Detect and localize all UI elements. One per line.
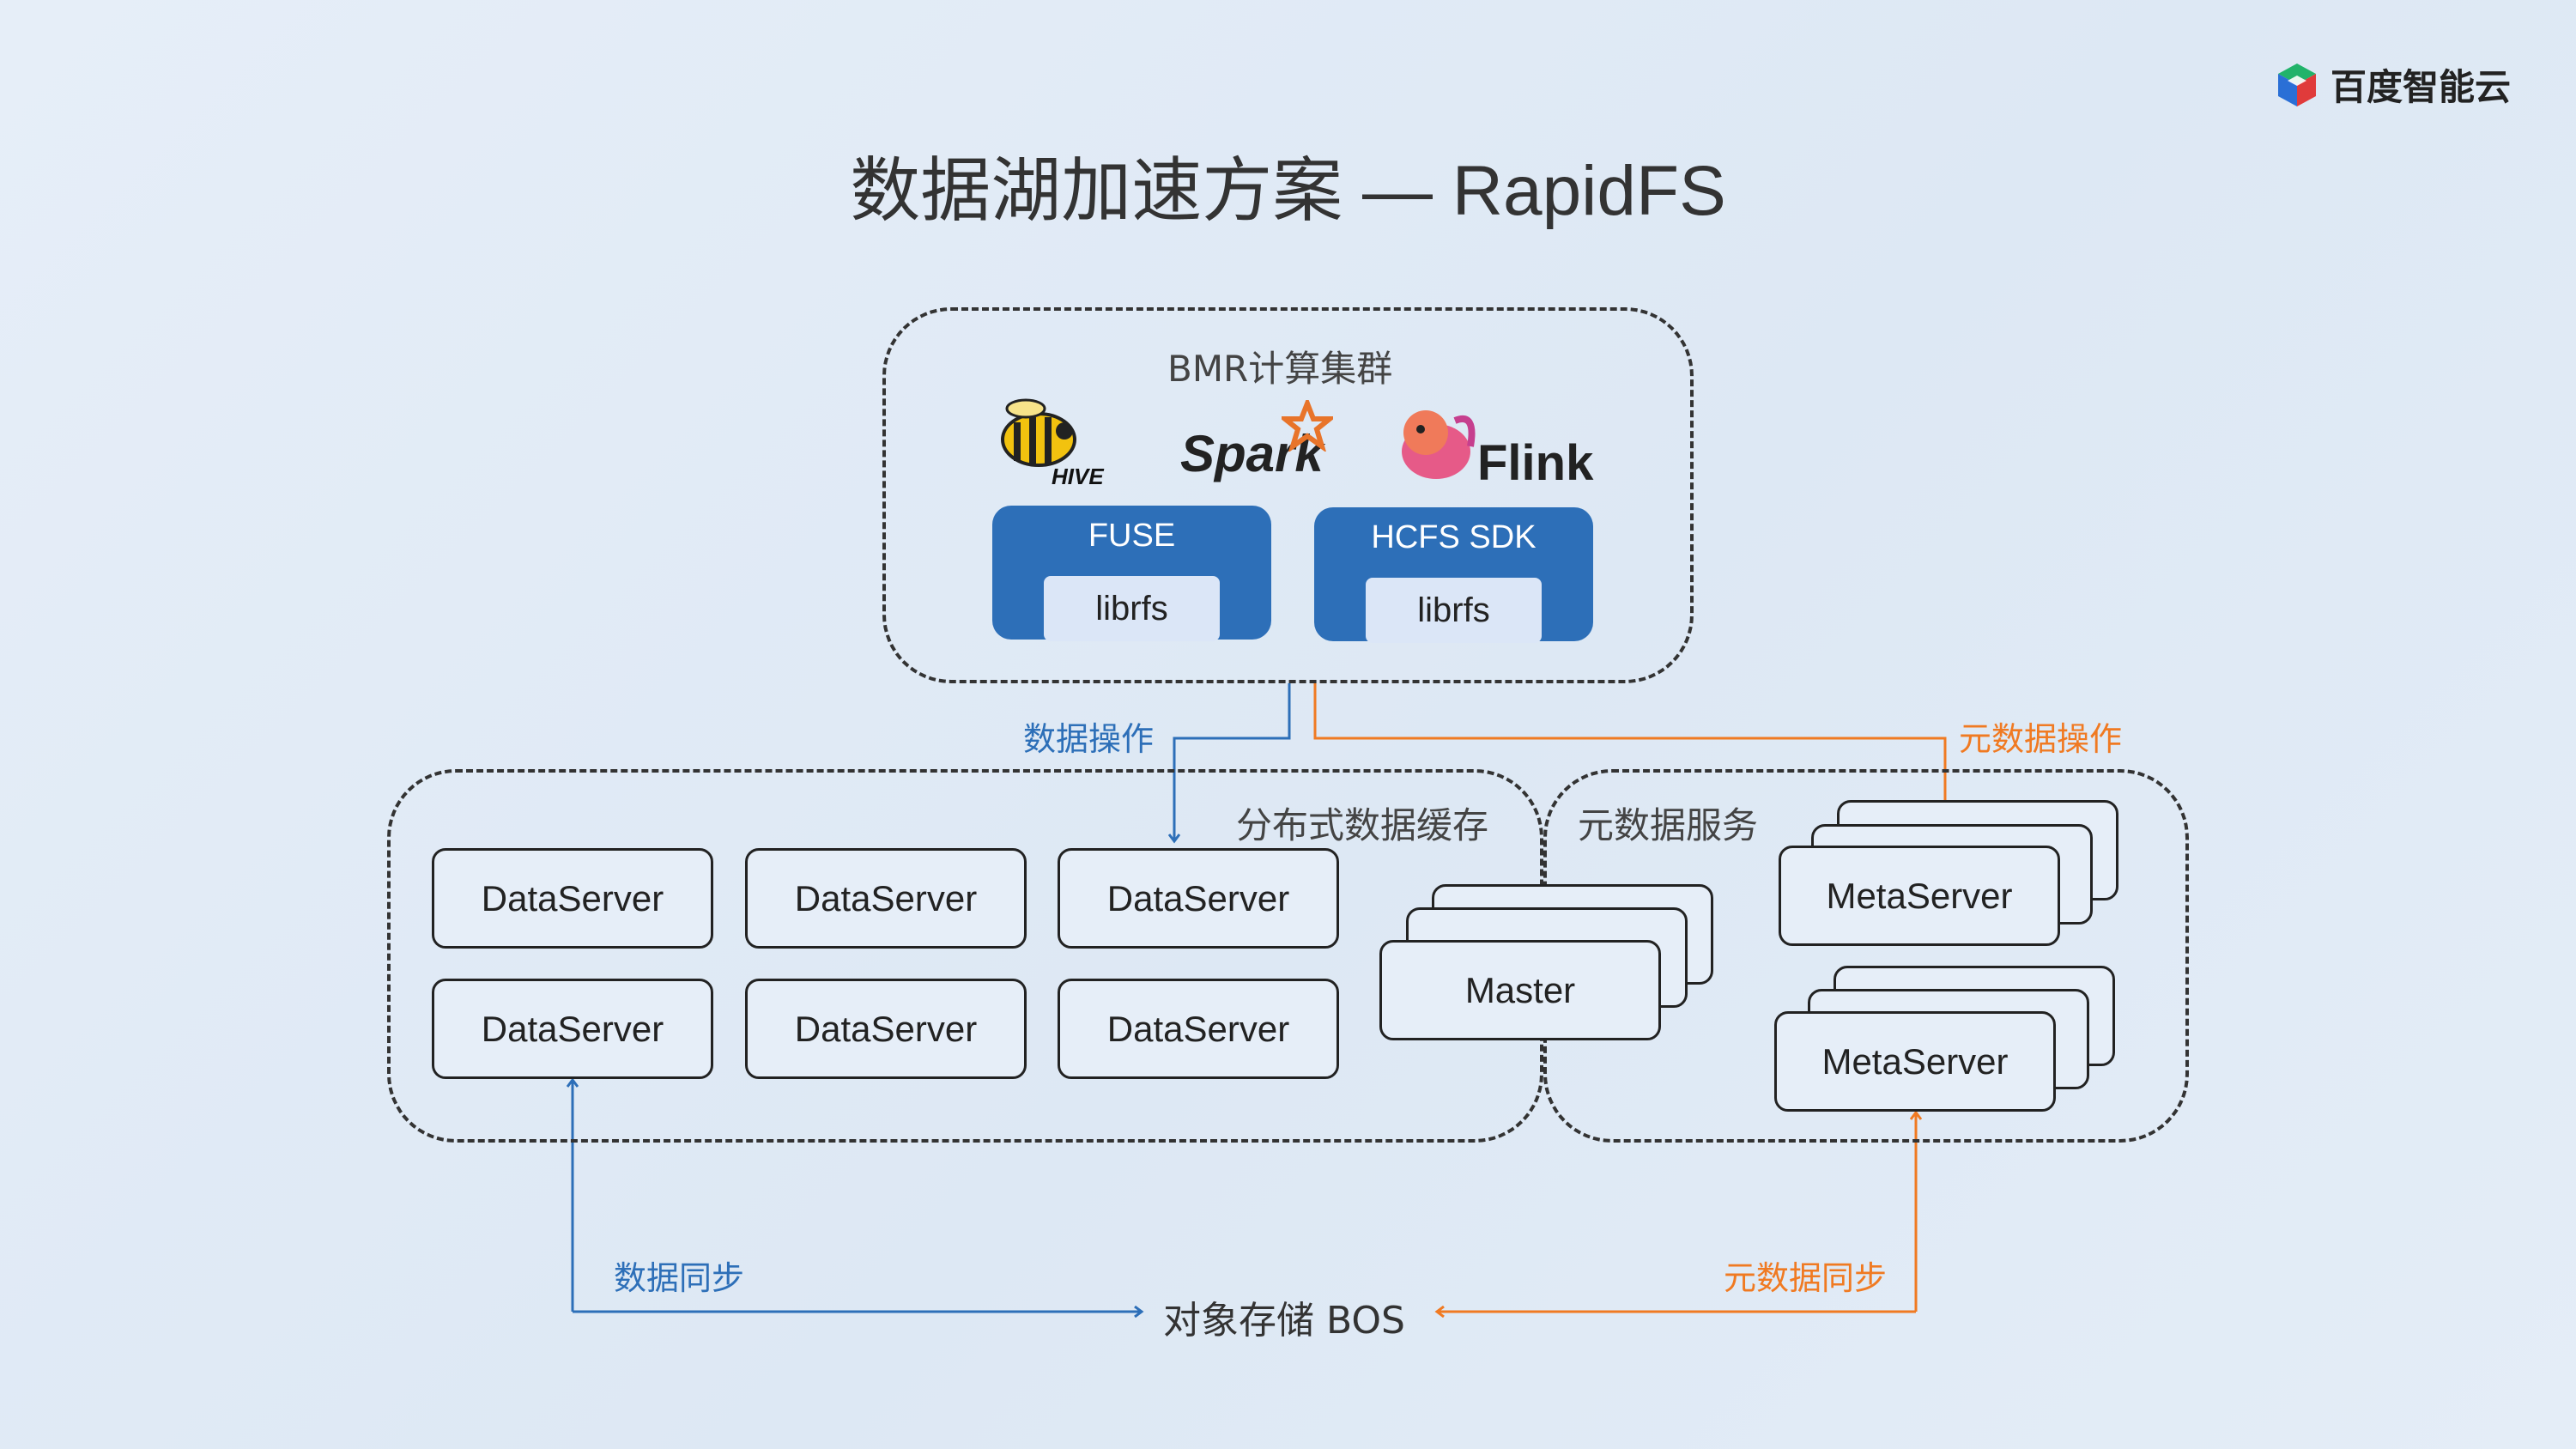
object-storage-bos: 对象存储 BOS [1163, 1299, 1405, 1343]
flink-logo-text: Flink [1477, 435, 1594, 491]
data-op-line [1174, 683, 1291, 840]
data-server-node: DataServer [432, 979, 713, 1079]
bmr-cluster-group [882, 307, 1694, 683]
spark-star-icon [1282, 400, 1333, 452]
data-server-node: DataServer [745, 848, 1027, 949]
meta-op-label: 元数据操作 [1959, 720, 2123, 758]
data-server-node: DataServer [1058, 848, 1339, 949]
hive-bee-icon [1001, 398, 1076, 467]
hcfs-sdk-box: HCFS SDK librfs [1314, 507, 1593, 643]
fuse-header: FUSE [1088, 518, 1176, 554]
data-cache-label: 分布式数据缓存 [1236, 804, 1489, 846]
brand-logo: 百度智能云 [2276, 58, 2511, 111]
hive-logo: HIVE [991, 397, 1104, 491]
page-title: 数据湖加速方案 — RapidFS [850, 152, 1726, 230]
meta-server-node: MetaServer [1779, 846, 2060, 946]
master-node: Master [1379, 940, 1661, 1040]
bmr-cluster-label: BMR计算集群 [1167, 348, 1393, 390]
brand-name: 百度智能云 [2331, 66, 2512, 108]
data-server-node: DataServer [745, 979, 1027, 1079]
hcfs-header: HCFS SDK [1371, 519, 1537, 555]
data-sync-label: 数据同步 [614, 1259, 745, 1297]
meta-op-line [1313, 683, 1945, 843]
hcfs-librfs: librfs [1366, 578, 1542, 643]
spark-logo-text: Spark [1180, 425, 1324, 482]
hive-logo-text: HIVE [1052, 464, 1104, 489]
data-op-label: 数据操作 [1023, 720, 1155, 758]
data-server-node: DataServer [432, 848, 713, 949]
meta-sync-label: 元数据同步 [1724, 1259, 1888, 1297]
meta-service-label: 元数据服务 [1578, 804, 1759, 846]
spark-logo: Spark [1180, 400, 1343, 486]
flink-logo: Flink [1395, 403, 1601, 491]
fuse-box: FUSE librfs [992, 506, 1271, 641]
flink-squirrel-icon [1402, 410, 1476, 479]
meta-server-node: MetaServer [1774, 1011, 2056, 1112]
fuse-librfs: librfs [1044, 576, 1220, 641]
cube-logo-icon [2278, 63, 2316, 106]
data-server-node: DataServer [1058, 979, 1339, 1079]
